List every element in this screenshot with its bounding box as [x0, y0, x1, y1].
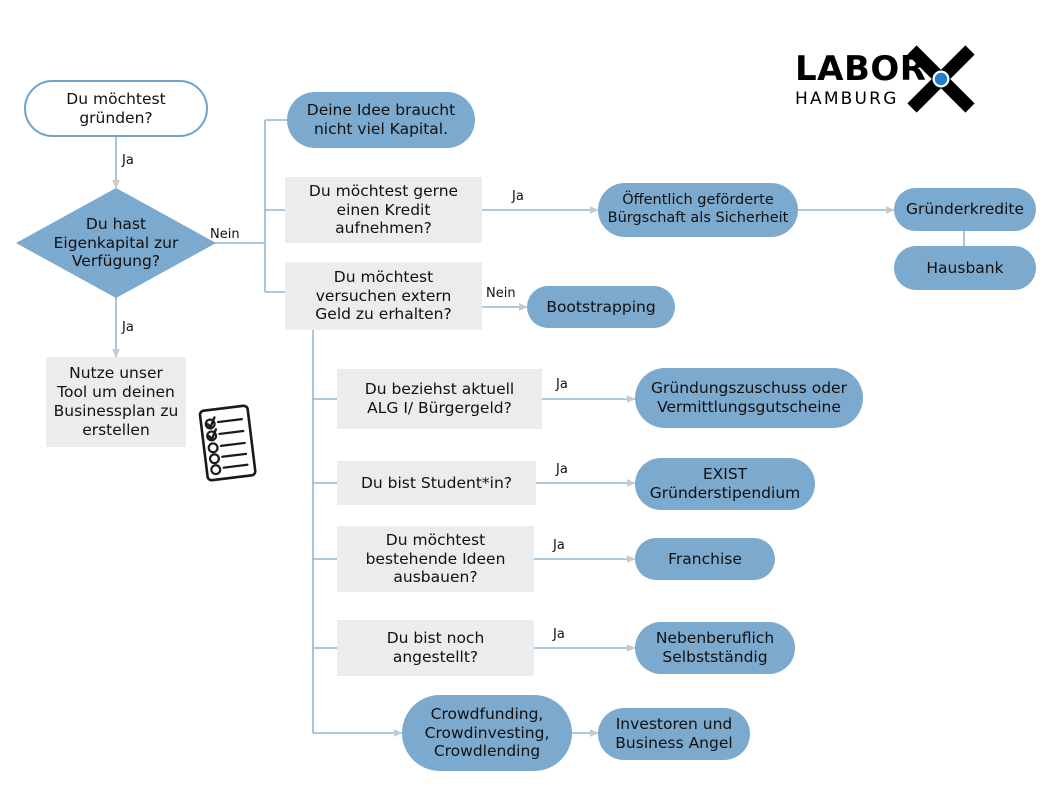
x-cross-icon [902, 40, 980, 122]
brand-logo: LABOR HAMBURG [795, 45, 980, 114]
node-house-bank[interactable]: Hausbank [894, 246, 1036, 290]
edge-label-ideas-ja: Ja [553, 538, 565, 553]
node-decision-equity-label: Du hast Eigenkapital zur Verfügung? [53, 214, 179, 271]
node-tool-businessplan-label: Nutze unser Tool um deinen Businessplan … [53, 364, 179, 439]
node-existing-ideas-label: Du möchtest bestehende Ideen ausbauen? [365, 530, 506, 587]
node-start[interactable]: Du möchtest gründen? [24, 80, 208, 137]
node-student-label: Du bist Student*in? [360, 473, 513, 492]
node-decision-equity[interactable]: Du hast Eigenkapital zur Verfügung? [16, 188, 216, 298]
logo-subword: HAMBURG [795, 89, 899, 109]
logo-wordmark: LABOR [795, 49, 927, 89]
node-want-external-money[interactable]: Du möchtest versuchen extern Geld zu erh… [285, 262, 482, 330]
node-alg-buergergeld[interactable]: Du beziehst aktuell ALG I/ Bürgergeld? [337, 369, 542, 429]
node-house-bank-label: Hausbank [926, 258, 1004, 277]
node-still-employed-label: Du bist noch angestellt? [386, 629, 485, 666]
edge-label-student-ja: Ja [556, 462, 568, 477]
node-idea-low-capital[interactable]: Deine Idee braucht nicht viel Kapital. [287, 92, 475, 148]
node-want-credit-label: Du möchtest gerne einen Kredit aufnehmen… [308, 181, 459, 238]
node-alg-buergergeld-label: Du beziehst aktuell ALG I/ Bürgergeld? [364, 380, 515, 417]
node-nebenberuflich-label: Nebenberuflich Selbstständig [655, 629, 775, 666]
node-tool-businessplan[interactable]: Nutze unser Tool um deinen Businessplan … [46, 357, 186, 447]
node-exist-label: EXIST Gründerstipendium [649, 465, 801, 502]
node-crowd[interactable]: Crowdfunding, Crowdinvesting, Crowdlendi… [402, 695, 572, 771]
node-want-external-money-label: Du möchtest versuchen extern Geld zu erh… [315, 267, 452, 324]
node-existing-ideas[interactable]: Du möchtest bestehende Ideen ausbauen? [337, 526, 534, 592]
node-investors[interactable]: Investoren und Business Angel [598, 708, 750, 760]
node-investors-label: Investoren und Business Angel [615, 715, 733, 752]
edge-label-alg-ja: Ja [556, 377, 568, 392]
edge-label-external-nein: Nein [486, 286, 516, 301]
edge-label-start-ja: Ja [122, 153, 134, 168]
node-student[interactable]: Du bist Student*in? [337, 461, 536, 505]
node-nebenberuflich[interactable]: Nebenberuflich Selbstständig [635, 622, 795, 674]
checklist-clipboard-icon [190, 400, 266, 492]
node-franchise[interactable]: Franchise [635, 538, 775, 580]
node-founder-credits[interactable]: Gründerkredite [894, 188, 1036, 231]
node-founder-credits-label: Gründerkredite [905, 200, 1025, 219]
node-public-guarantee-label: Öffentlich geförderte Bürgschaft als Sic… [607, 192, 789, 226]
edge-label-decision-nein: Nein [210, 227, 240, 242]
edge-label-credit-ja: Ja [512, 189, 524, 204]
node-franchise-label: Franchise [668, 549, 742, 568]
node-start-label: Du möchtest gründen? [66, 89, 166, 127]
node-bootstrapping[interactable]: Bootstrapping [527, 286, 675, 328]
node-still-employed[interactable]: Du bist noch angestellt? [337, 620, 534, 676]
node-gruendungszuschuss[interactable]: Gründungszuschuss oder Vermittlungsgutsc… [635, 368, 863, 428]
node-bootstrapping-label: Bootstrapping [546, 297, 656, 316]
node-gruendungszuschuss-label: Gründungszuschuss oder Vermittlungsgutsc… [651, 379, 847, 416]
node-exist[interactable]: EXIST Gründerstipendium [635, 458, 815, 510]
node-crowd-label: Crowdfunding, Crowdinvesting, Crowdlendi… [424, 704, 550, 761]
node-idea-low-capital-label: Deine Idee braucht nicht viel Kapital. [306, 101, 456, 138]
node-public-guarantee[interactable]: Öffentlich geförderte Bürgschaft als Sic… [598, 183, 798, 237]
node-want-credit[interactable]: Du möchtest gerne einen Kredit aufnehmen… [285, 177, 482, 243]
edge-label-decision-ja: Ja [122, 320, 134, 335]
edge-label-employed-ja: Ja [553, 627, 565, 642]
